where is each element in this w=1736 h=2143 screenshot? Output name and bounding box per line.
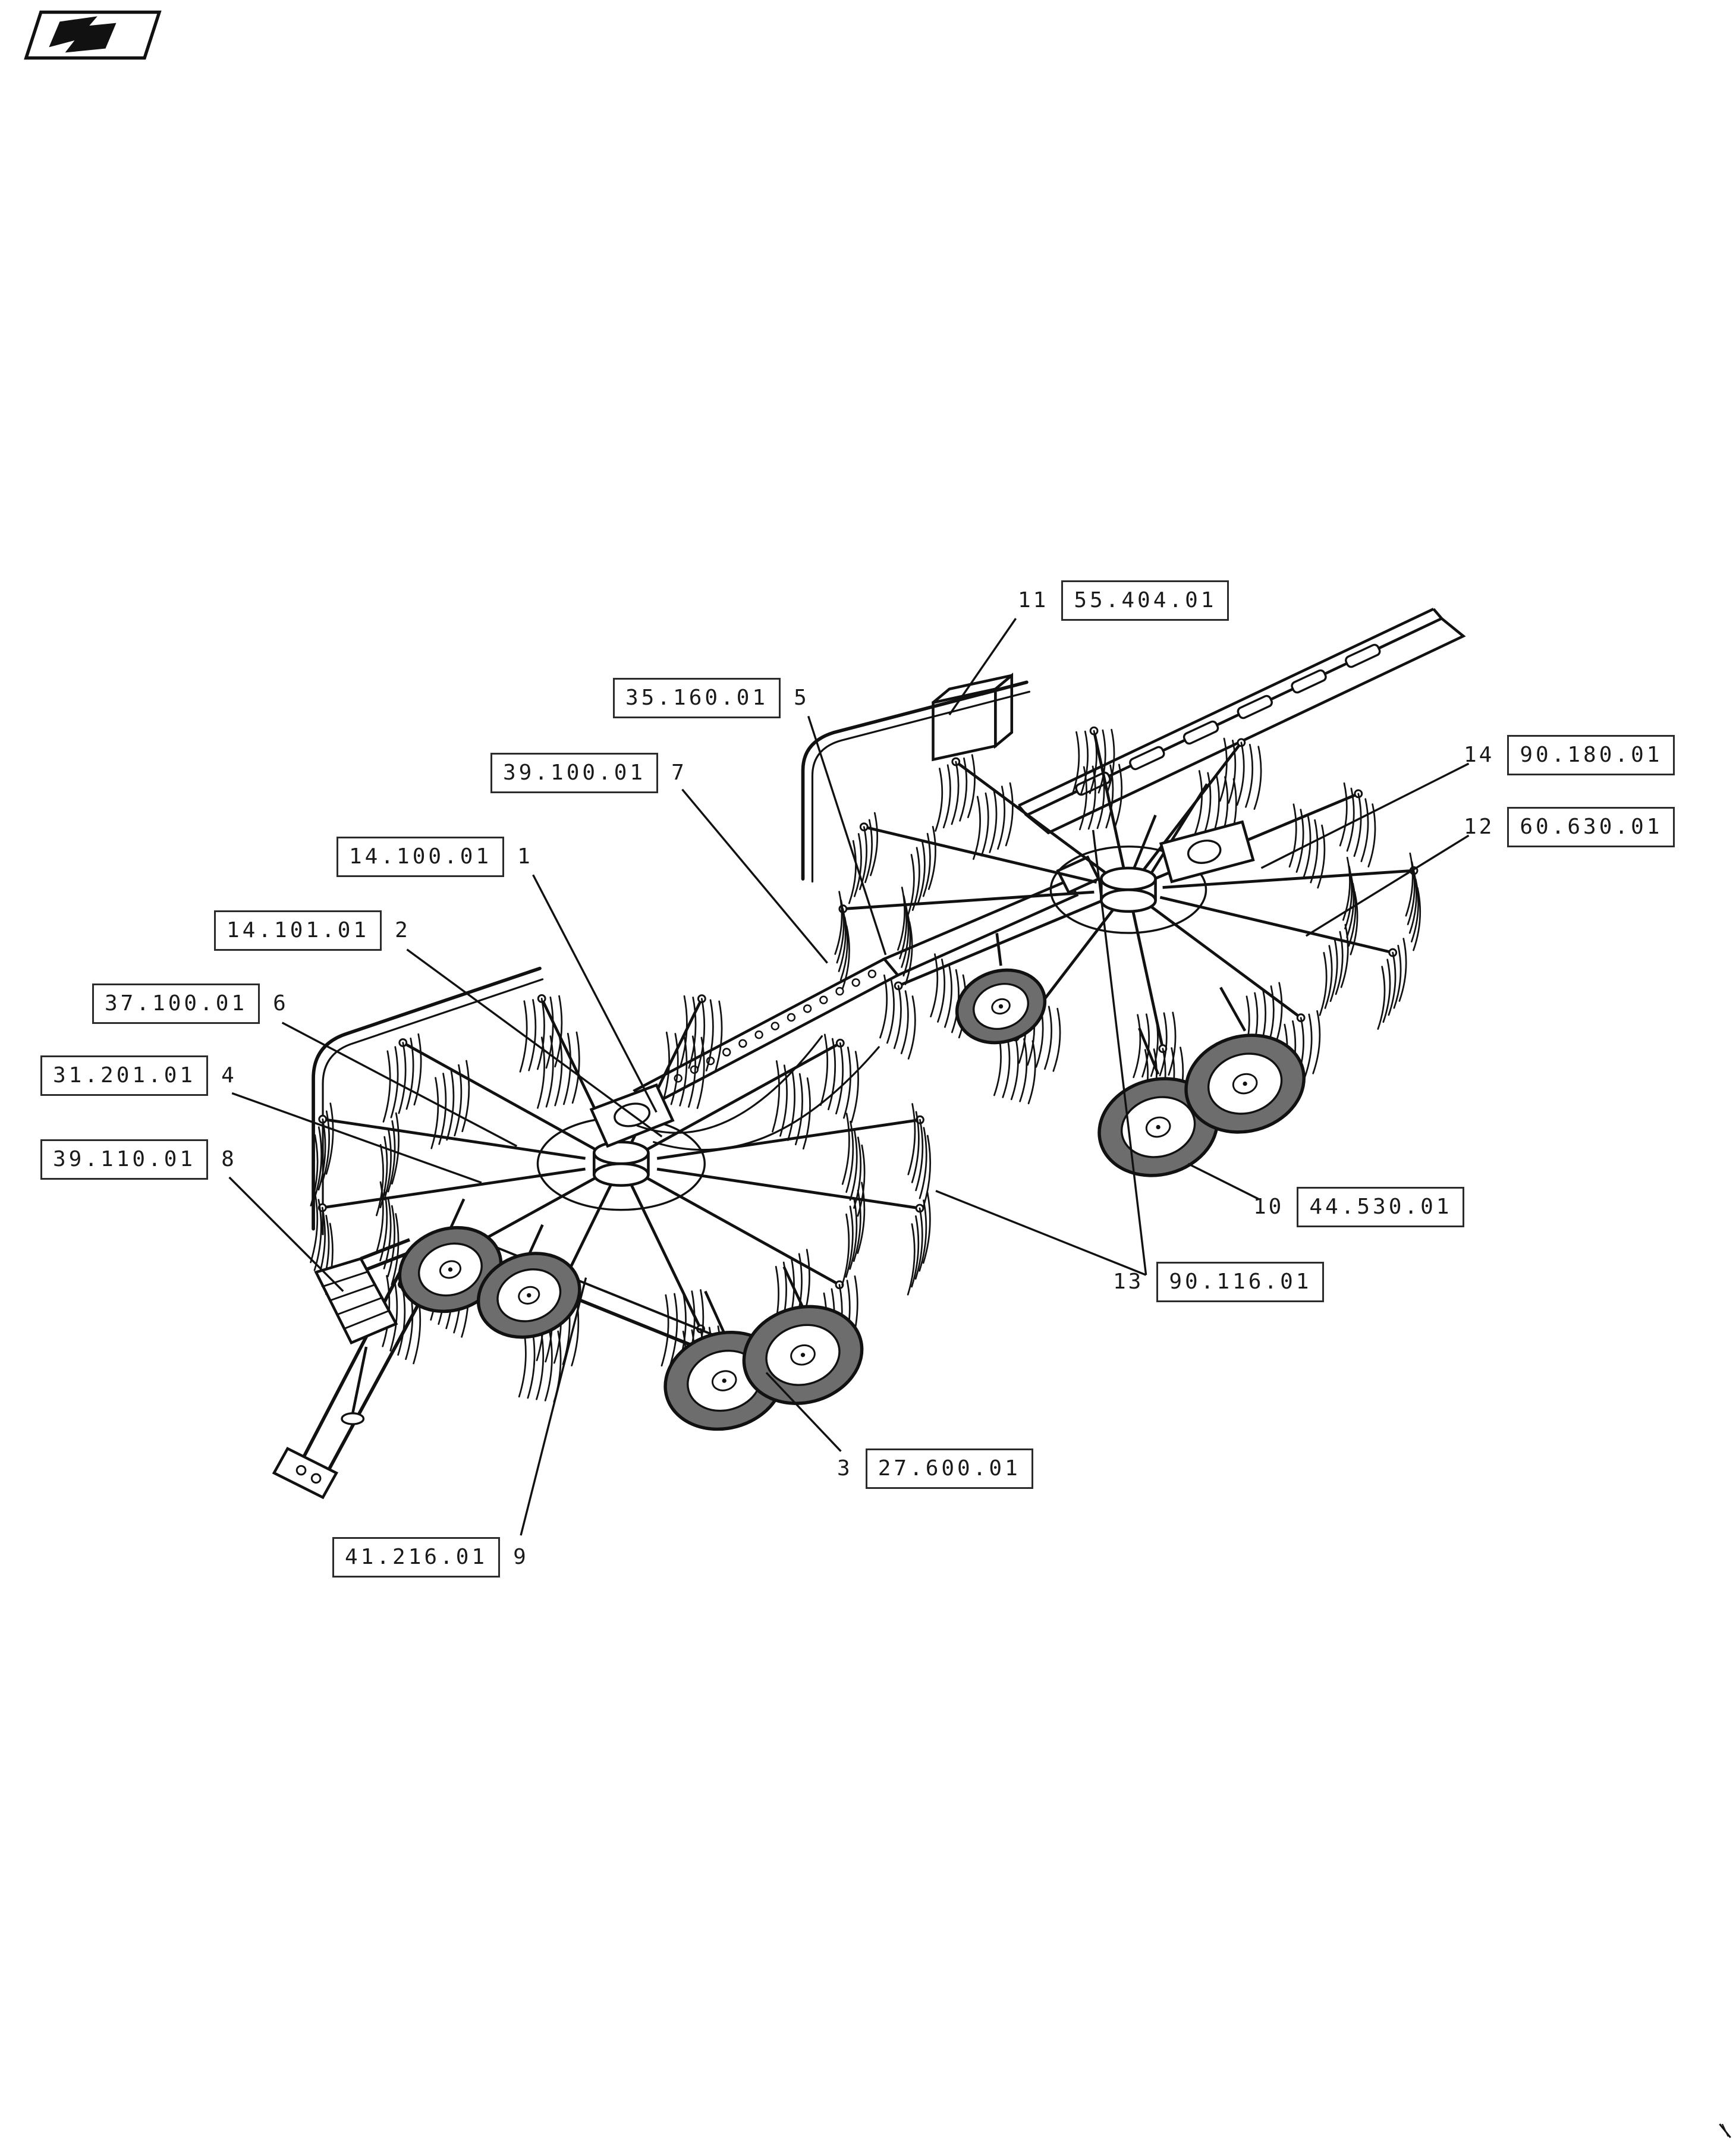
stray-page-mark: \ bbox=[1721, 2122, 1730, 2139]
part-ref-box[interactable]: 27.600.01 bbox=[865, 1448, 1033, 1489]
item-number: 6 bbox=[273, 991, 288, 1016]
part-ref-box[interactable]: 39.100.01 bbox=[490, 753, 659, 793]
pto-shaft bbox=[314, 1238, 416, 1345]
stray-mark bbox=[1719, 2123, 1731, 2138]
part-ref-box[interactable]: 31.201.01 bbox=[40, 1055, 209, 1096]
item-number: 11 bbox=[1018, 588, 1049, 612]
callout-2: 14.101.01 2 bbox=[214, 910, 410, 951]
guard-frames bbox=[312, 680, 1031, 1236]
item-number: 5 bbox=[794, 686, 809, 710]
part-ref-box[interactable]: 90.180.01 bbox=[1507, 735, 1675, 775]
nav-logo[interactable] bbox=[13, 10, 163, 63]
hydraulic-hoses bbox=[636, 1035, 880, 1151]
callout-7: 39.100.01 7 bbox=[490, 753, 687, 793]
part-ref-box[interactable]: 41.216.01 bbox=[332, 1537, 501, 1578]
callout-3: 3 27.600.01 bbox=[837, 1448, 1033, 1489]
callout-10: 10 44.530.01 bbox=[1253, 1187, 1465, 1227]
part-ref-box[interactable]: 37.100.01 bbox=[92, 983, 260, 1024]
item-number: 3 bbox=[837, 1456, 853, 1481]
right-rotor bbox=[834, 726, 1421, 1113]
callout-14: 14 90.180.01 bbox=[1464, 735, 1675, 775]
leader-lines bbox=[228, 618, 1470, 1536]
callout-8: 39.110.01 8 bbox=[40, 1139, 237, 1180]
item-number: 2 bbox=[395, 918, 410, 942]
nav-arrow-icon bbox=[24, 10, 162, 60]
item-number: 14 bbox=[1464, 743, 1495, 767]
part-ref-box[interactable]: 14.101.01 bbox=[214, 910, 382, 951]
item-number: 13 bbox=[1113, 1270, 1144, 1294]
part-ref-box[interactable]: 39.110.01 bbox=[40, 1139, 209, 1180]
item-number: 10 bbox=[1253, 1195, 1284, 1219]
callout-5: 35.160.01 5 bbox=[613, 678, 809, 718]
drawbar bbox=[272, 1257, 433, 1500]
item-number: 9 bbox=[513, 1545, 529, 1569]
callout-4: 31.201.01 4 bbox=[40, 1055, 237, 1096]
callout-13: 13 90.116.01 bbox=[1113, 1262, 1325, 1302]
callout-9: 41.216.01 9 bbox=[332, 1537, 529, 1578]
part-ref-box[interactable]: 14.100.01 bbox=[336, 837, 505, 877]
part-ref-box[interactable]: 35.160.01 bbox=[613, 678, 781, 718]
callout-6: 37.100.01 6 bbox=[92, 983, 288, 1024]
right-rotor-wheels bbox=[955, 933, 1306, 1177]
item-number: 8 bbox=[221, 1147, 237, 1171]
item-number: 12 bbox=[1464, 815, 1495, 839]
part-ref-box[interactable]: 90.116.01 bbox=[1156, 1262, 1325, 1302]
part-ref-box[interactable]: 55.404.01 bbox=[1061, 580, 1229, 621]
part-ref-box[interactable]: 44.530.01 bbox=[1297, 1187, 1465, 1227]
item-number: 4 bbox=[221, 1063, 237, 1088]
item-number: 1 bbox=[517, 844, 533, 869]
control-panel-box bbox=[932, 673, 1014, 762]
item-number: 7 bbox=[671, 761, 687, 785]
part-ref-box[interactable]: 60.630.01 bbox=[1507, 807, 1675, 847]
callout-12: 12 60.630.01 bbox=[1464, 807, 1675, 847]
callout-11: 11 55.404.01 bbox=[1018, 580, 1229, 621]
callout-1: 14.100.01 1 bbox=[336, 837, 533, 877]
left-rotor-wheels bbox=[398, 1198, 864, 1431]
